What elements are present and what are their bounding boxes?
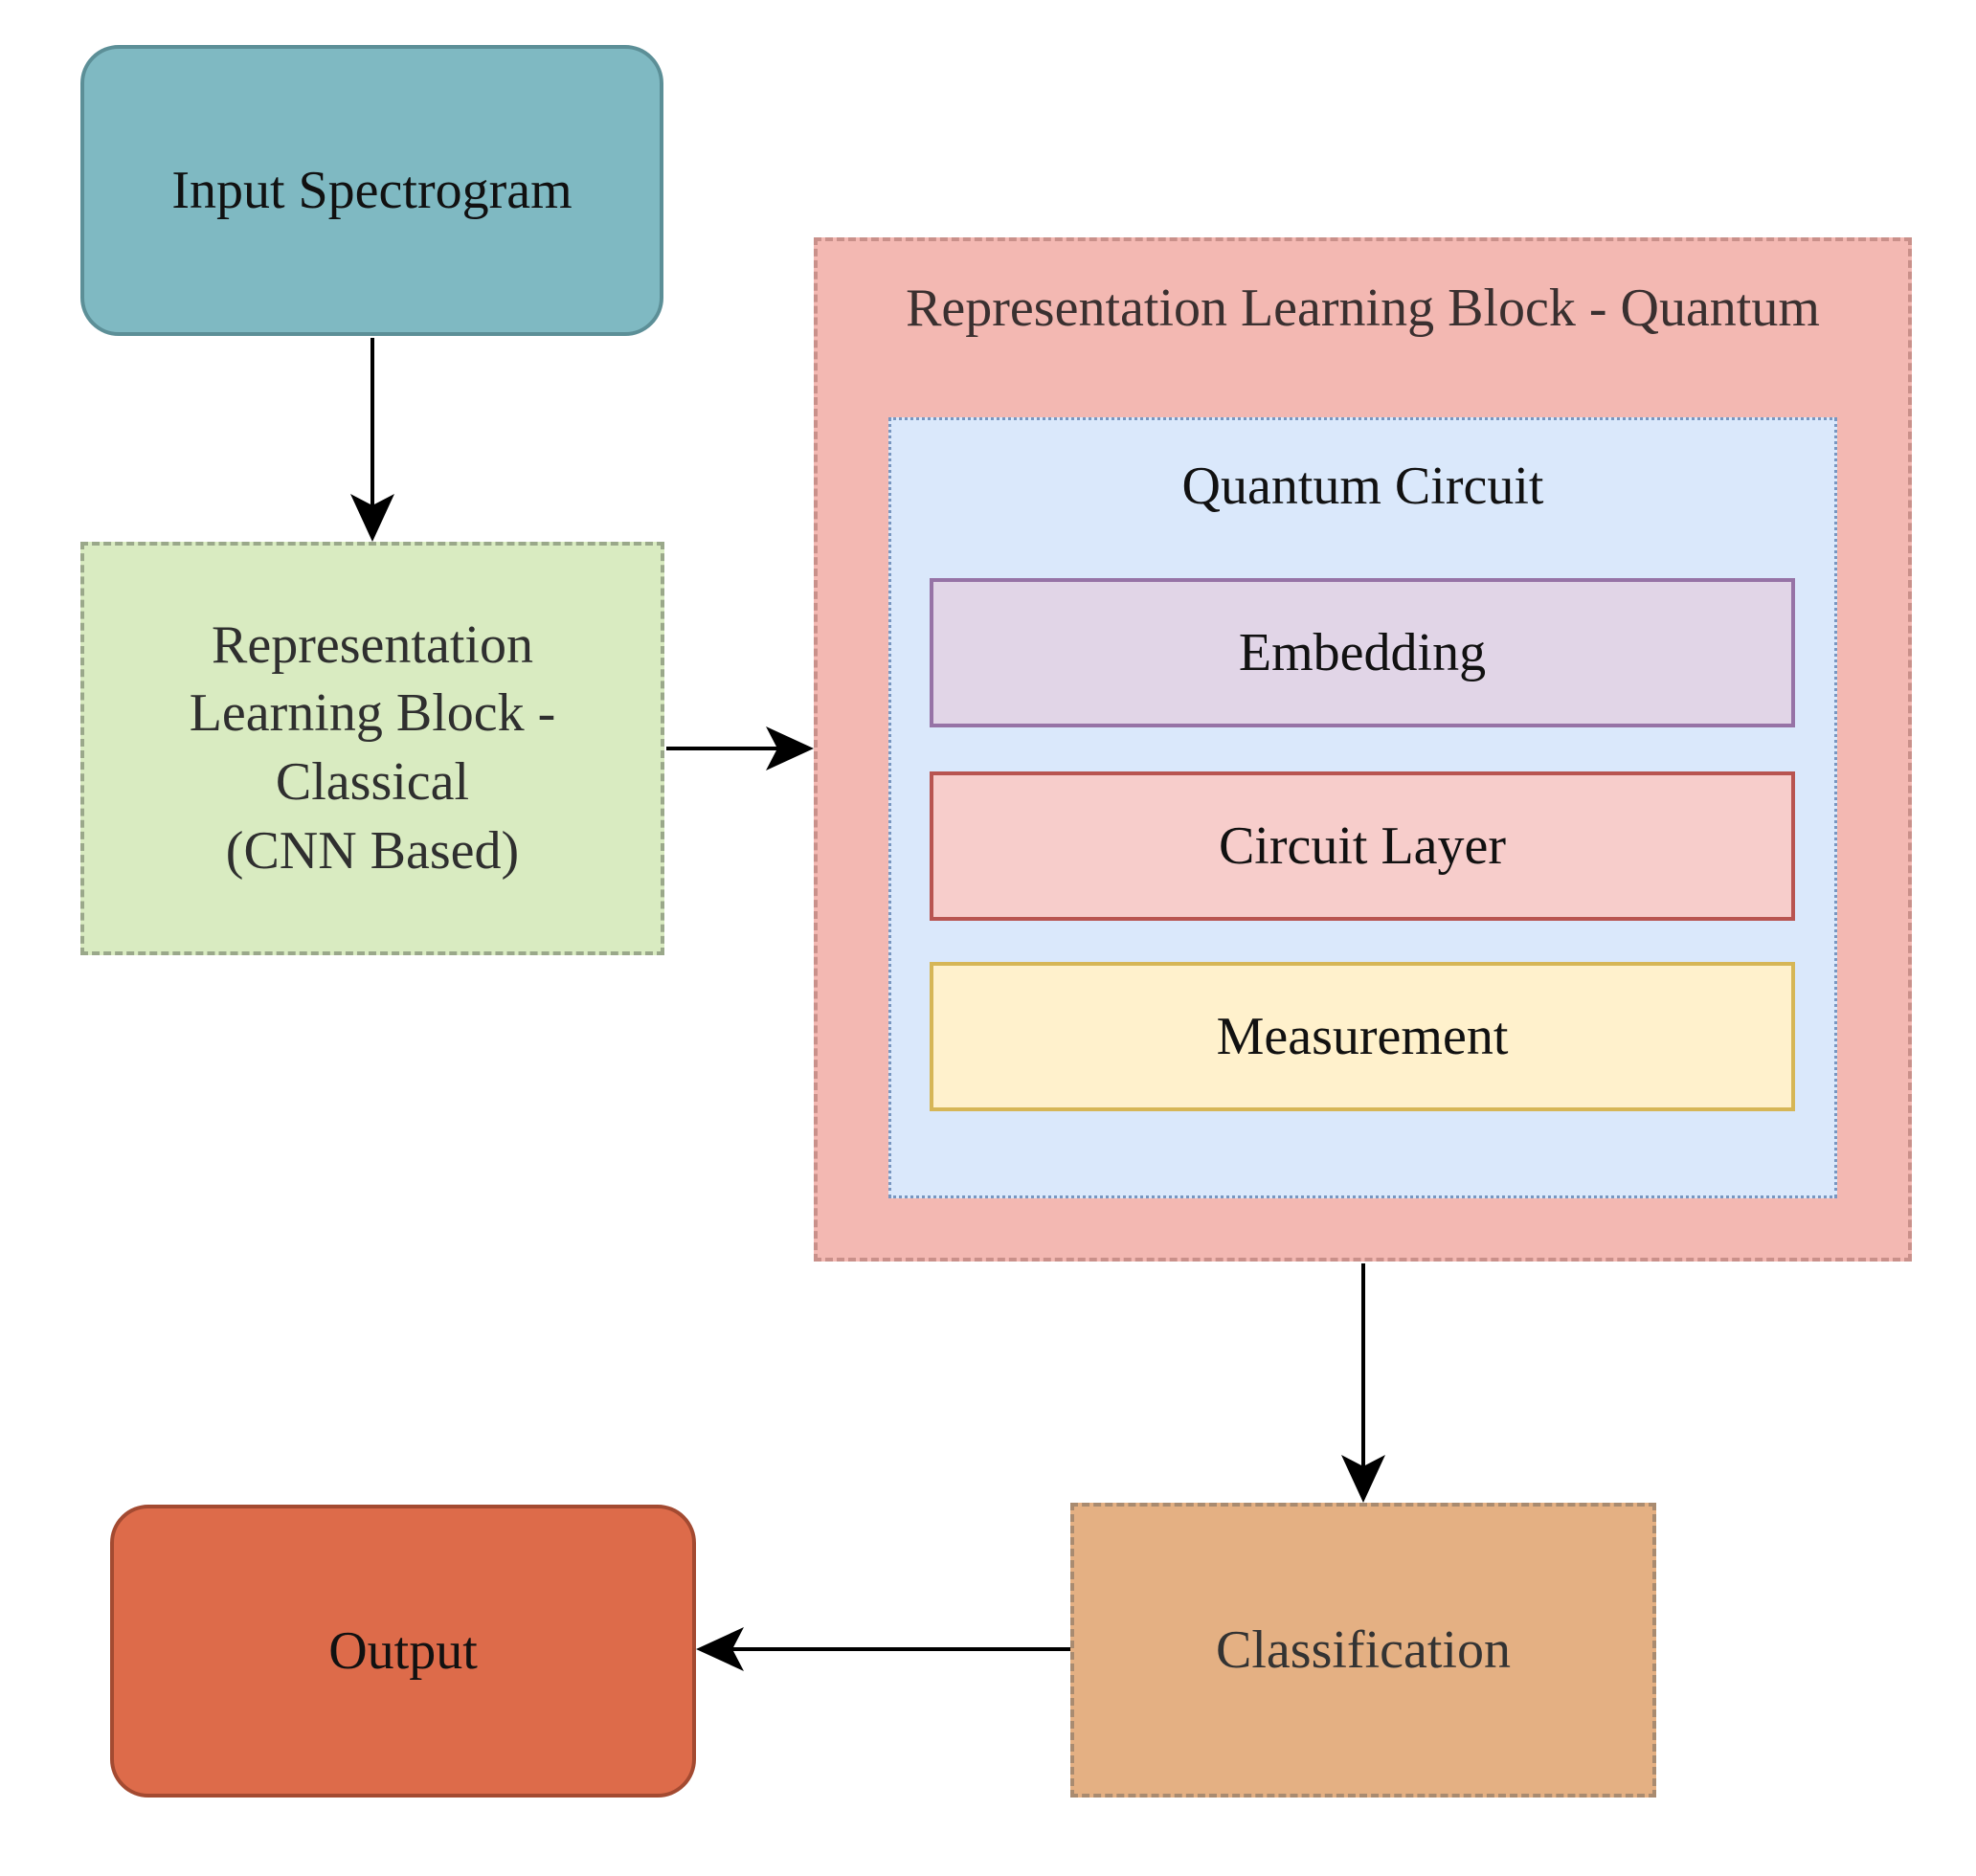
arrow-input-to-classical [350,338,394,542]
measurement-layer: Measurement [930,962,1795,1111]
classical-line-2: Learning Block - [189,683,556,744]
quantum-circuit-title: Quantum Circuit [1181,457,1544,516]
embedding-layer: Embedding [930,578,1795,727]
circuit-layer: Circuit Layer [930,771,1795,921]
classification-node: Classification [1070,1503,1656,1798]
classical-block-node: Representation Learning Block - Classica… [80,542,664,955]
circuit-layer-label: Circuit Layer [1218,816,1507,876]
input-spectrogram-node: Input Spectrogram [80,45,663,336]
quantum-block-title: Representation Learning Block - Quantum [906,279,1820,338]
classical-line-3: Classical [275,752,470,812]
output-node: Output [110,1505,696,1798]
input-spectrogram-label: Input Spectrogram [171,161,573,220]
output-label: Output [328,1621,478,1681]
classical-line-1: Representation [212,614,533,675]
classical-block-label: Representation Learning Block - Classica… [190,612,556,886]
classical-line-4: (CNN Based) [225,820,520,881]
arrow-quantum-to-classification [1341,1263,1385,1503]
embedding-label: Embedding [1238,623,1487,682]
measurement-label: Measurement [1216,1007,1509,1066]
arrow-classical-to-quantum [666,726,814,770]
classification-label: Classification [1216,1620,1511,1680]
arrow-classification-to-output [696,1627,1070,1671]
